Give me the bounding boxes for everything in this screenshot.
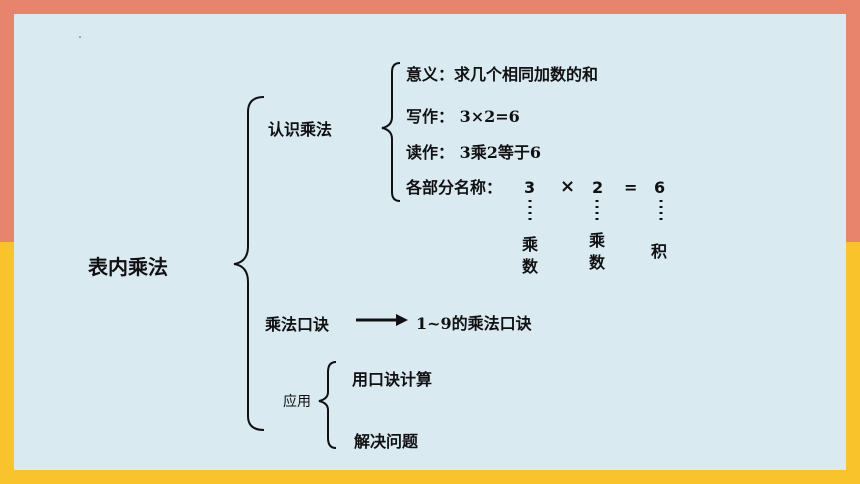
recognize-label: 认识乘法: [268, 120, 333, 139]
formula-label: 乘法口诀: [265, 315, 330, 334]
name-multiplier: 乘数: [588, 231, 605, 272]
root-label: 表内乘法: [88, 255, 168, 279]
reading-text: 读作： 3乘2等于6: [406, 143, 541, 162]
recognize-brace: [381, 62, 401, 202]
equation-equals: =: [624, 178, 638, 197]
apply-brace: [318, 361, 337, 449]
apply-label: 应用: [283, 394, 311, 410]
apply-solve: 解决问题: [354, 432, 419, 451]
meaning-text: 意义：求几个相同加数的和: [406, 65, 599, 84]
writing-text: 写作： 3×2=6: [406, 107, 520, 126]
equation-c: 6: [654, 178, 666, 197]
equation-times: ×: [560, 176, 576, 197]
parts-label: 各部分名称：: [406, 178, 503, 197]
equation-b: 2: [592, 178, 604, 197]
name-multiplicand: 乘数: [521, 235, 538, 276]
formula-target: 1~9的乘法口诀: [416, 314, 532, 333]
content-board: [14, 14, 846, 470]
formula-arrow-head: [396, 314, 408, 326]
root-brace: [233, 96, 265, 431]
stray-dot: [79, 36, 81, 38]
name-product: 积: [650, 242, 667, 261]
equation-a: 3: [524, 178, 536, 197]
apply-calc: 用口诀计算: [352, 370, 433, 389]
